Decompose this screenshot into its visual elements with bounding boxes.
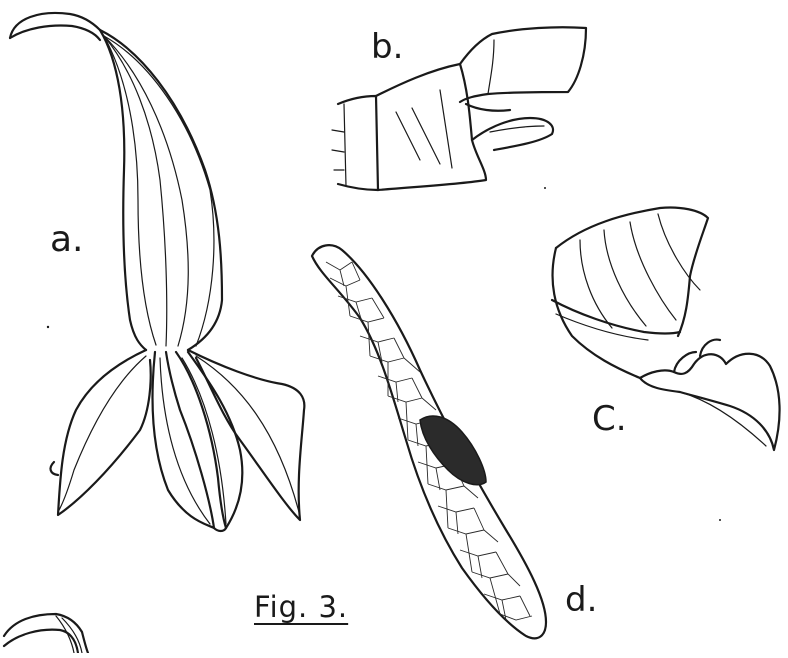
drawing-partial-bottom-left [4, 614, 88, 653]
label-a: a. [50, 222, 84, 258]
label-d: d. [565, 583, 597, 617]
drawing-d-cellular-leaf [312, 245, 546, 638]
speck [719, 519, 721, 521]
figure-caption: Fig. 3. [254, 593, 348, 622]
speck [47, 326, 49, 328]
shaded-region [420, 416, 486, 485]
drawing-c-petal [552, 207, 780, 450]
speck [544, 187, 546, 189]
drawing-a-flower [10, 13, 304, 531]
label-c: C. [592, 402, 627, 436]
label-b: b. [371, 30, 403, 64]
